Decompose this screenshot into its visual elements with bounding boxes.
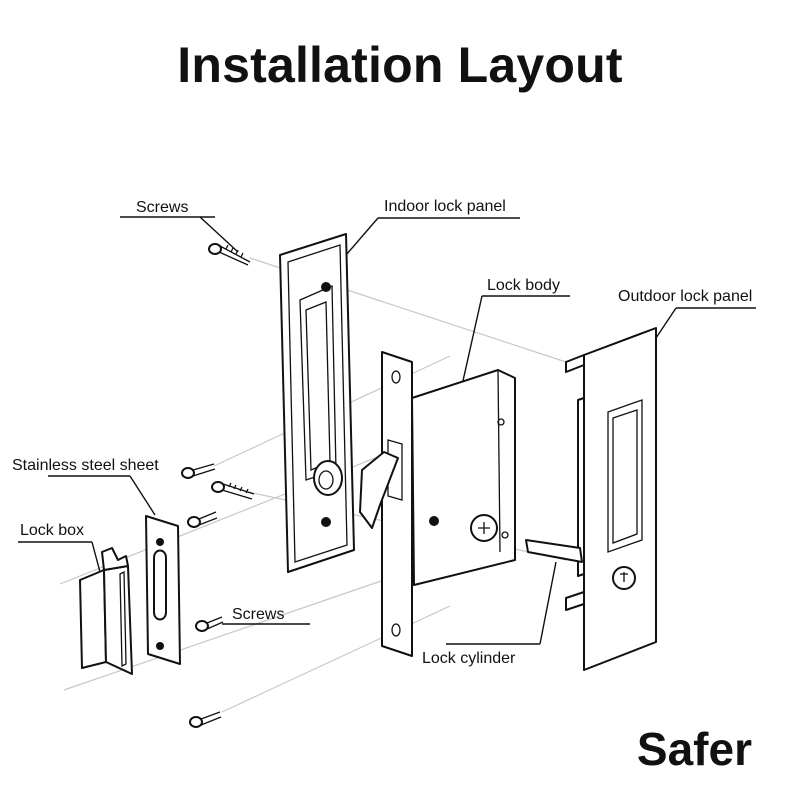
diagram-title: Installation Layout [177, 37, 623, 93]
label-indoor-lock-panel: Indoor lock panel [384, 198, 506, 215]
leader-lines [18, 216, 756, 645]
outdoor-lock-panel [525, 327, 657, 671]
brand-name: Safer [636, 723, 752, 775]
stainless-steel-sheet [145, 515, 181, 665]
screw-mid-2 [211, 481, 255, 500]
label-stainless-steel-sheet: Stainless steel sheet [12, 457, 159, 474]
label-lock-cylinder: Lock cylinder [422, 650, 516, 667]
screw-bottom [189, 711, 222, 728]
lock-body [359, 351, 516, 657]
label-screws-top: Screws [136, 199, 189, 216]
screw-mid-1 [181, 463, 216, 479]
lock-box [79, 547, 133, 675]
label-screws-bottom: Screws [232, 606, 285, 623]
label-lock-body: Lock body [487, 277, 560, 294]
label-lock-box: Lock box [20, 522, 85, 539]
screw-steel-top [187, 511, 218, 528]
label-outdoor-lock-panel: Outdoor lock panel [618, 288, 753, 305]
screw-steel-bottom [195, 616, 224, 632]
indoor-lock-panel [279, 233, 355, 573]
screw-top [208, 243, 251, 266]
